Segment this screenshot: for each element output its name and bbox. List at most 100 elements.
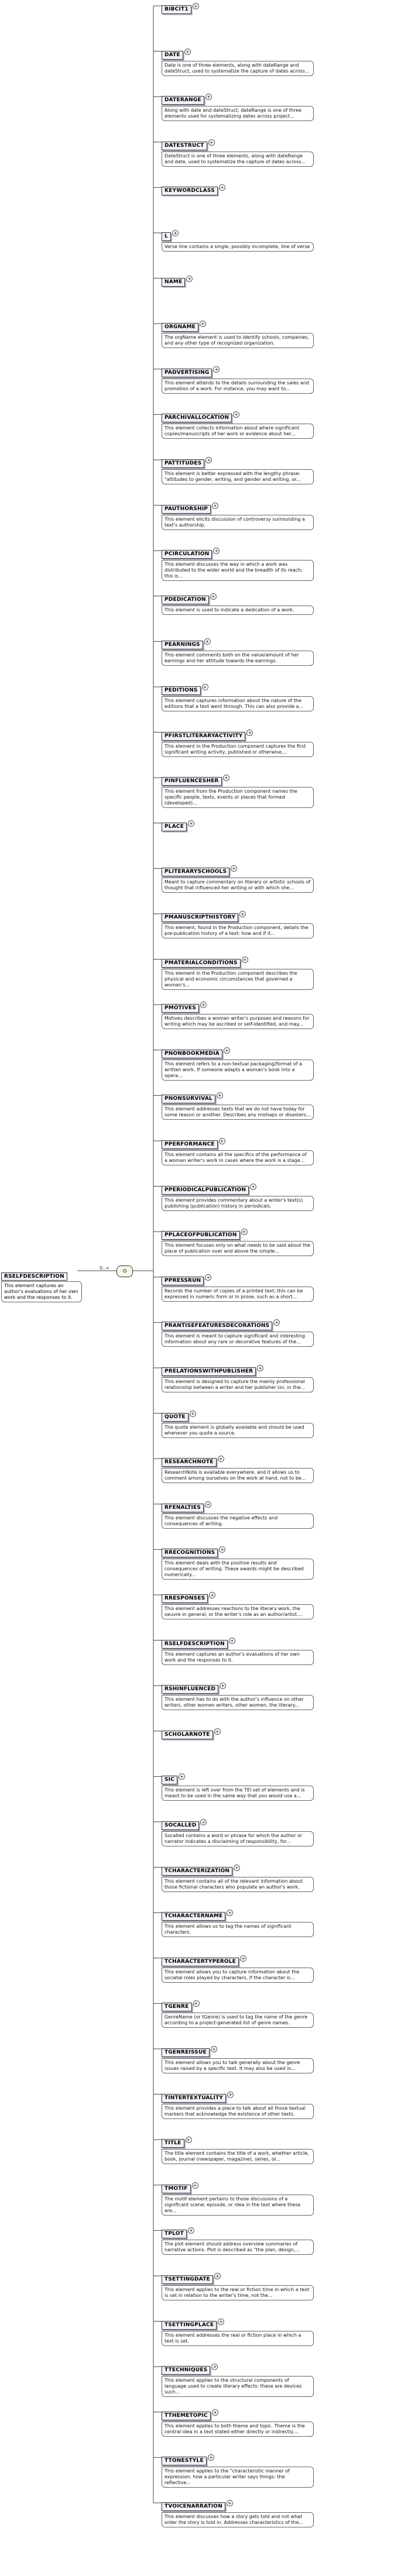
element-node[interactable]: TTHEMETOPIC+This element applies to both… <box>162 2408 314 2437</box>
element-node[interactable]: SIC+This element is left over from the T… <box>162 1772 314 1801</box>
element-node[interactable]: TCHARACTERTYPEROLE+This element allows y… <box>162 1954 314 1983</box>
element-node[interactable]: L+Verse line contains a single, possibly… <box>162 229 314 252</box>
element-name[interactable]: DATESTRUCT <box>162 141 207 150</box>
element-name[interactable]: KEYWORDCLASS <box>162 187 218 196</box>
expand-icon[interactable]: + <box>211 2409 218 2416</box>
element-name[interactable]: RRECOGNITIONS <box>162 1549 218 1558</box>
element-name[interactable]: TGENRE <box>162 2003 192 2012</box>
element-name[interactable]: PLITERARYSCHOOLS <box>162 868 230 877</box>
expand-icon[interactable]: + <box>207 2454 214 2461</box>
element-node[interactable]: RRECOGNITIONS+This element deals with th… <box>162 1545 314 1580</box>
expand-icon[interactable]: + <box>227 2500 233 2506</box>
element-node[interactable]: PEDITIONS+This element captures informat… <box>162 683 314 711</box>
element-name[interactable]: TINTERTEXTUALITY <box>162 2093 227 2103</box>
element-name[interactable]: TPLOT <box>162 2230 187 2239</box>
expand-icon[interactable]: + <box>192 3 199 9</box>
expand-icon[interactable]: + <box>214 2273 221 2279</box>
element-name[interactable]: TCHARACTERNAME <box>162 1912 226 1921</box>
expand-icon[interactable]: + <box>189 1410 196 1417</box>
element-node[interactable]: ORGNAME+The orgName element is used to i… <box>162 319 314 349</box>
expand-icon[interactable]: + <box>209 1592 216 1598</box>
element-name[interactable]: ORGNAME <box>162 323 198 332</box>
element-node[interactable]: TGENRE+GenreName (or tGenre) is used to … <box>162 1999 314 2028</box>
element-node[interactable]: PNONSURVIVAL+This element addresses text… <box>162 1091 314 1120</box>
expand-icon[interactable]: + <box>241 956 248 963</box>
expand-icon[interactable]: + <box>199 321 206 328</box>
element-node[interactable]: PPERIODICALPUBLICATION+This element prov… <box>162 1182 314 1211</box>
element-name[interactable]: RRESPONSES <box>162 1594 208 1603</box>
expand-icon[interactable]: + <box>187 2227 194 2234</box>
expand-icon[interactable]: + <box>218 1138 225 1144</box>
element-name[interactable]: RESEARCHNOTE <box>162 1458 217 1467</box>
expand-icon[interactable]: + <box>222 775 229 782</box>
element-node[interactable]: TCHARACTERIZATION+This element contains … <box>162 1863 314 1892</box>
element-name[interactable]: RSELFDESCRIPTION <box>162 1639 228 1649</box>
element-name[interactable]: PLACE <box>162 822 187 831</box>
element-node[interactable]: TMOTIF+The motif element pertains to tho… <box>162 2181 314 2216</box>
expand-icon[interactable]: + <box>220 1683 227 1690</box>
expand-icon[interactable]: + <box>205 94 212 101</box>
element-name[interactable]: TTONESTYLE <box>162 2457 207 2466</box>
expand-icon[interactable]: + <box>208 139 215 146</box>
root-element-name[interactable]: RSELFDESCRIPTION <box>1 1272 67 1281</box>
expand-icon[interactable]: + <box>200 1002 207 1009</box>
element-name[interactable]: BIBCIT1 <box>162 5 191 14</box>
element-name[interactable]: TMOTIF <box>162 2184 191 2193</box>
element-node[interactable]: TSETTINGDATE+This element applies to the… <box>162 2272 314 2300</box>
expand-icon[interactable]: + <box>250 1183 257 1190</box>
element-node[interactable]: PRELATIONSWITHPUBLISHER+This element is … <box>162 1364 314 1392</box>
expand-icon[interactable]: + <box>231 865 238 872</box>
element-name[interactable]: TCHARACTERIZATION <box>162 1866 233 1876</box>
expand-icon[interactable]: + <box>205 1501 212 1508</box>
element-node[interactable]: PEARNINGS+This element comments both on … <box>162 637 314 666</box>
element-node[interactable]: DATESTRUCT+DateStruct is one of three el… <box>162 138 314 167</box>
element-node[interactable]: TINTERTEXTUALITY+This element provides a… <box>162 2090 314 2119</box>
element-name[interactable]: TTHEMETOPIC <box>162 2411 211 2420</box>
element-node[interactable]: BIBCIT1+ <box>162 2 199 14</box>
element-name[interactable]: DATERANGE <box>162 96 204 105</box>
element-name[interactable]: PEDITIONS <box>162 686 201 695</box>
element-name[interactable]: TTECHNIQUES <box>162 2366 211 2375</box>
expand-icon[interactable]: + <box>218 184 225 191</box>
element-node[interactable]: RSELFDESCRIPTION+This element captures a… <box>162 1636 314 1665</box>
expand-icon[interactable]: + <box>246 729 253 736</box>
element-node[interactable]: PMATERIALCONDITIONS+This element in the … <box>162 955 314 990</box>
element-node[interactable]: PPRESSRUN+Records the number of copies o… <box>162 1273 314 1302</box>
expand-icon[interactable]: + <box>216 1092 223 1099</box>
element-node[interactable]: QUOTE+The quote element is globally avai… <box>162 1409 314 1438</box>
expand-icon[interactable]: + <box>211 2364 218 2371</box>
expand-icon[interactable]: + <box>241 1229 248 1236</box>
element-node[interactable]: PLACE+ <box>162 819 195 831</box>
expand-icon[interactable]: + <box>193 2000 200 2007</box>
element-node[interactable]: TVOICENARRATION+This element discusses h… <box>162 2499 314 2527</box>
element-name[interactable]: SIC <box>162 1776 178 1785</box>
element-name[interactable]: TCHARACTERTYPEROLE <box>162 1957 239 1966</box>
element-node[interactable]: TTECHNIQUES+This element applies to the … <box>162 2362 314 2398</box>
element-node[interactable]: PMANUSCRIPTHISTORY+This element, found i… <box>162 910 314 938</box>
element-name[interactable]: SCHOLARNOTE <box>162 1730 213 1739</box>
element-name[interactable]: PNONSURVIVAL <box>162 1095 215 1104</box>
element-name[interactable]: NAME <box>162 277 186 287</box>
expand-icon[interactable]: + <box>201 684 208 690</box>
element-node[interactable]: KEYWORDCLASS+ <box>162 183 225 196</box>
expand-icon[interactable]: + <box>212 502 219 509</box>
expand-icon[interactable]: + <box>191 2182 198 2189</box>
element-name[interactable]: SOCALLED <box>162 1821 200 1830</box>
expand-icon[interactable]: + <box>240 1955 247 1962</box>
element-name[interactable]: TVOICENARRATION <box>162 2502 225 2511</box>
expand-icon[interactable]: + <box>217 1456 224 1463</box>
element-node[interactable]: PCIRCULATION+This element discusses the … <box>162 546 314 582</box>
element-node[interactable]: RESEARCHNOTE+ResearchNote is available e… <box>162 1454 314 1484</box>
expand-icon[interactable]: + <box>233 411 240 418</box>
element-node[interactable]: RSHINFLUENCED+This element has to do wit… <box>162 1681 314 1711</box>
expand-icon[interactable]: + <box>227 1910 234 1917</box>
element-name[interactable]: PEARNINGS <box>162 641 203 650</box>
choice-compositor-icon[interactable]: ⊙ <box>116 1265 133 1277</box>
element-node[interactable]: NAME+ <box>162 274 193 287</box>
element-name[interactable]: TSETTINGPLACE <box>162 2320 217 2330</box>
element-node[interactable]: PNONBOOKMEDIA+This element refers to a n… <box>162 1046 314 1081</box>
element-node[interactable]: TGENREISSUE+This element allows you to t… <box>162 2045 314 2073</box>
element-node[interactable]: PAUTHORSHIP+This element elicits discuss… <box>162 501 314 530</box>
expand-icon[interactable]: + <box>185 2137 192 2144</box>
element-node[interactable]: TITLE+The title element contains the tit… <box>162 2135 314 2165</box>
